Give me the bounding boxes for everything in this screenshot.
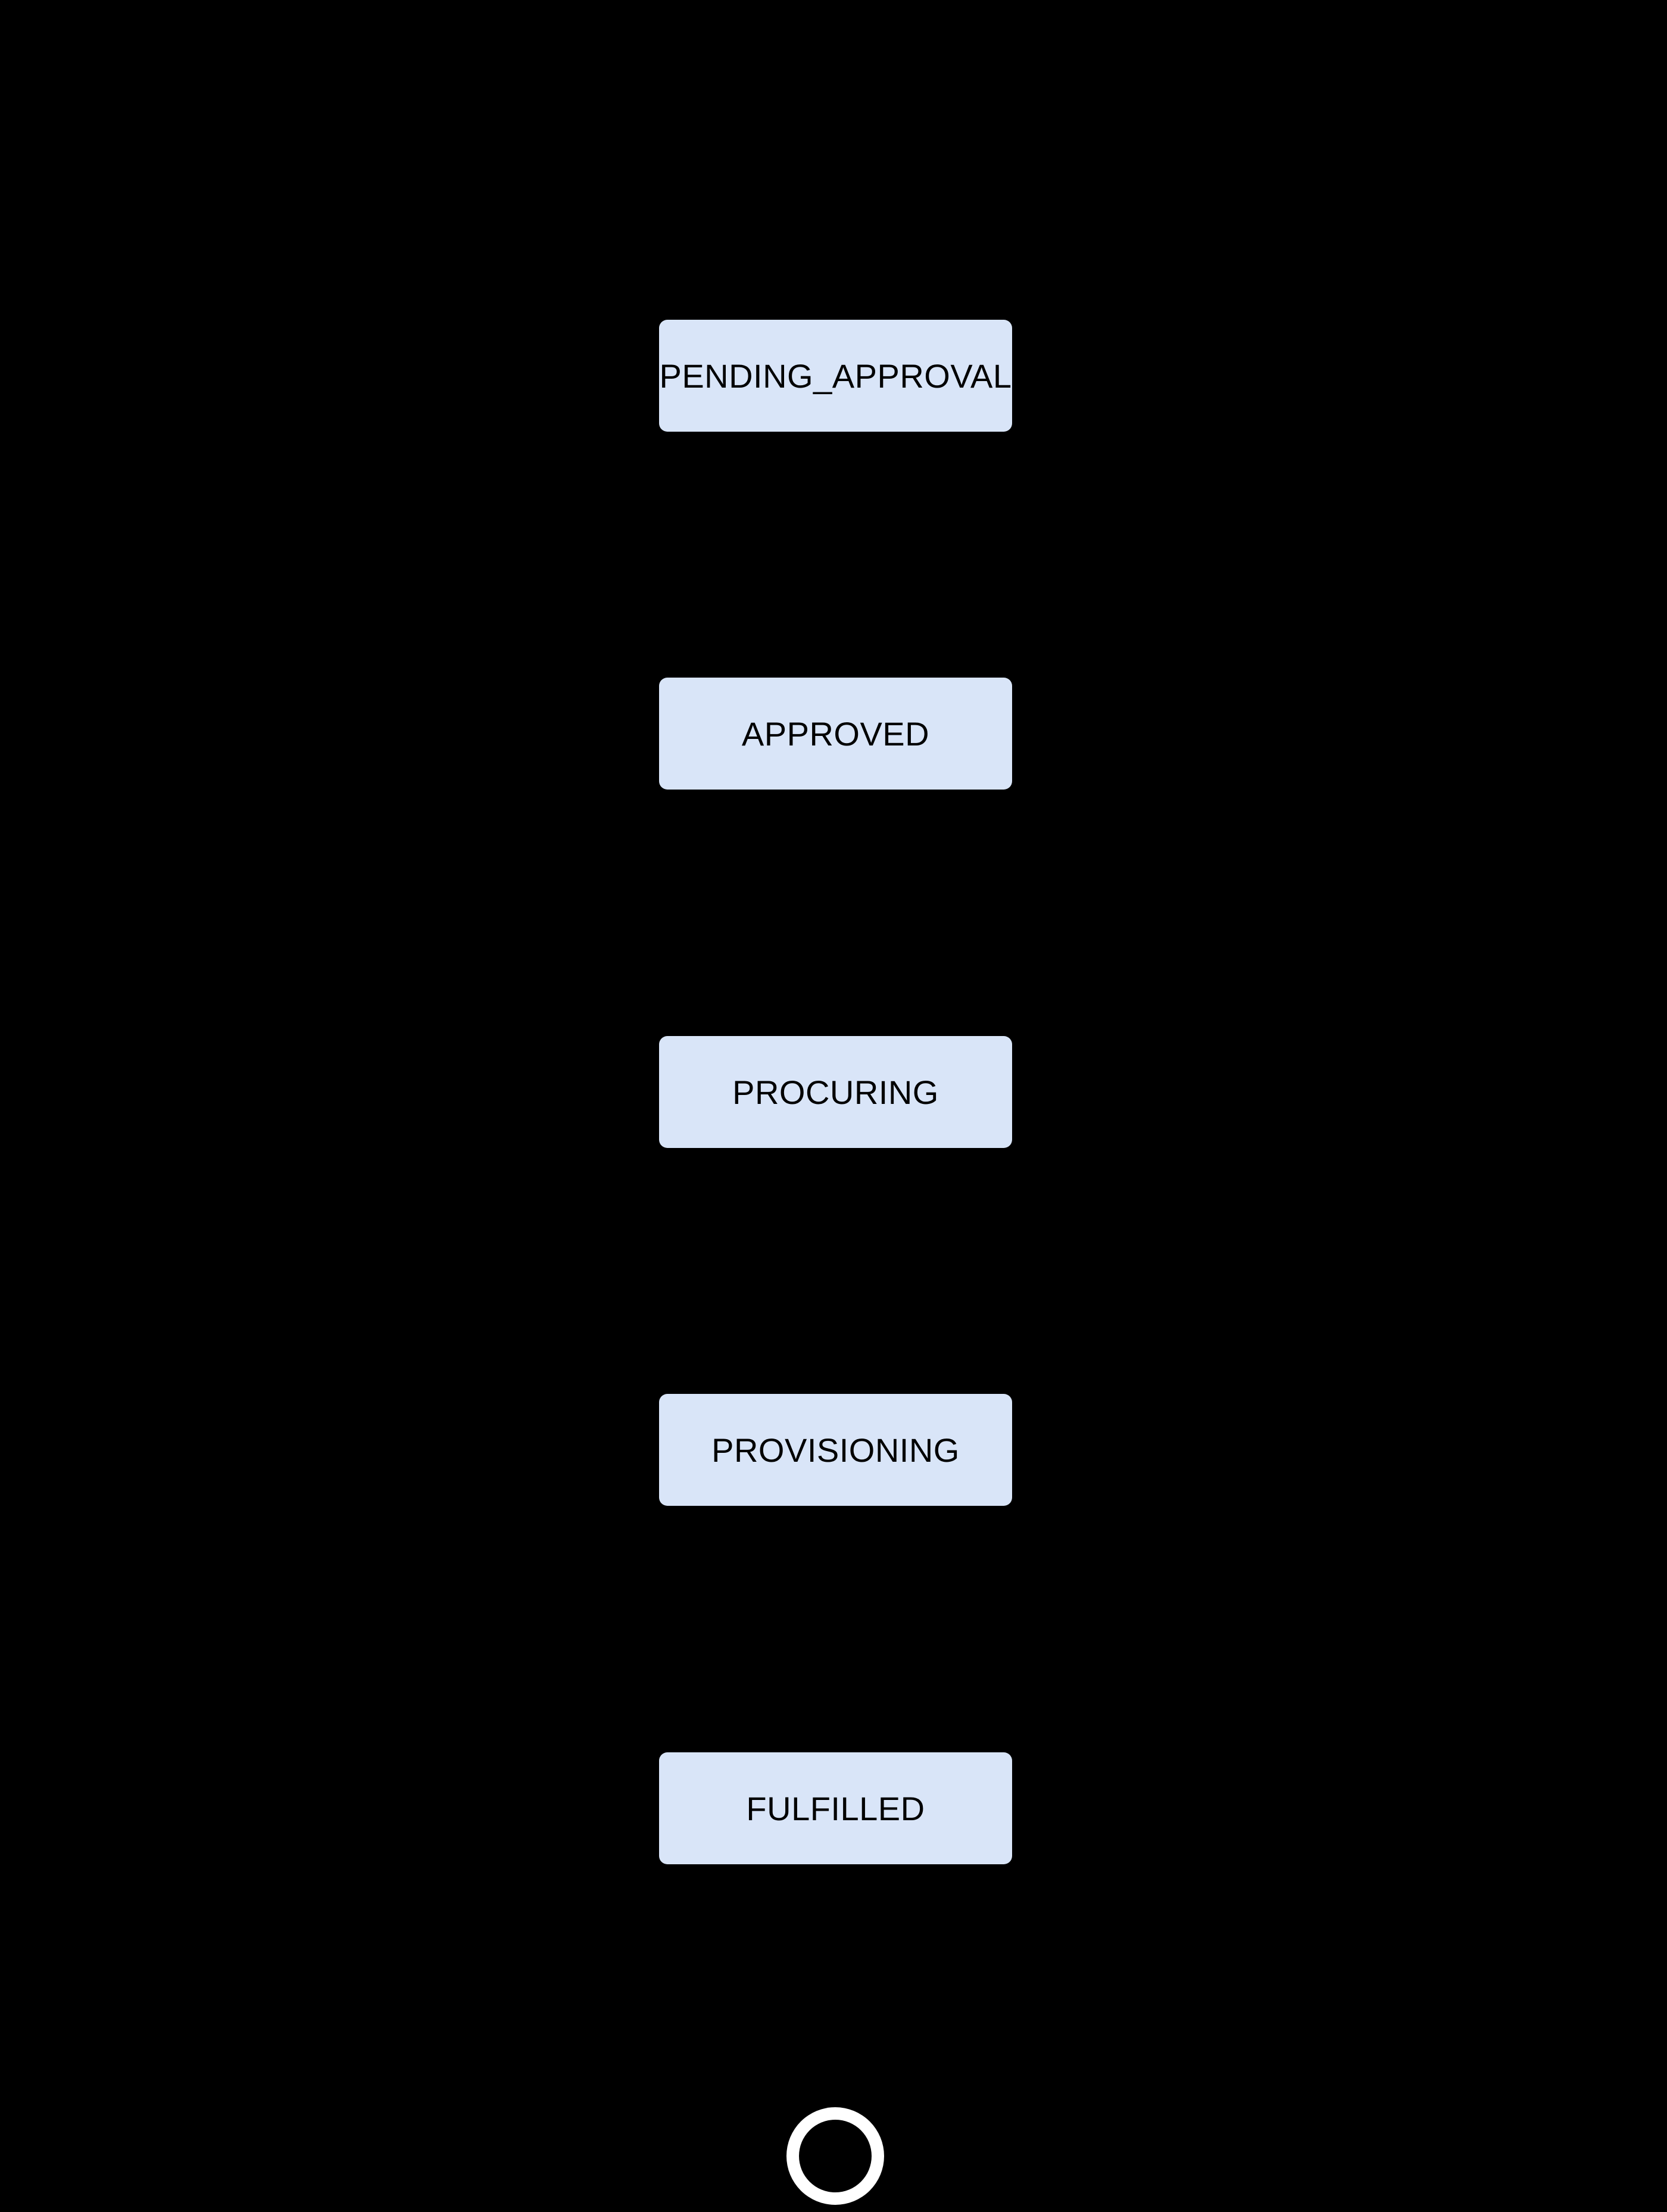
- state-node-pending-approval: PENDING_APPROVAL: [659, 320, 1012, 432]
- state-node-approved: APPROVED: [659, 678, 1012, 790]
- final-state-ring-icon: [786, 2107, 884, 2205]
- state-node-procuring: PROCURING: [659, 1036, 1012, 1148]
- state-node-provisioning: PROVISIONING: [659, 1394, 1012, 1506]
- state-node-fulfilled: FULFILLED: [659, 1752, 1012, 1864]
